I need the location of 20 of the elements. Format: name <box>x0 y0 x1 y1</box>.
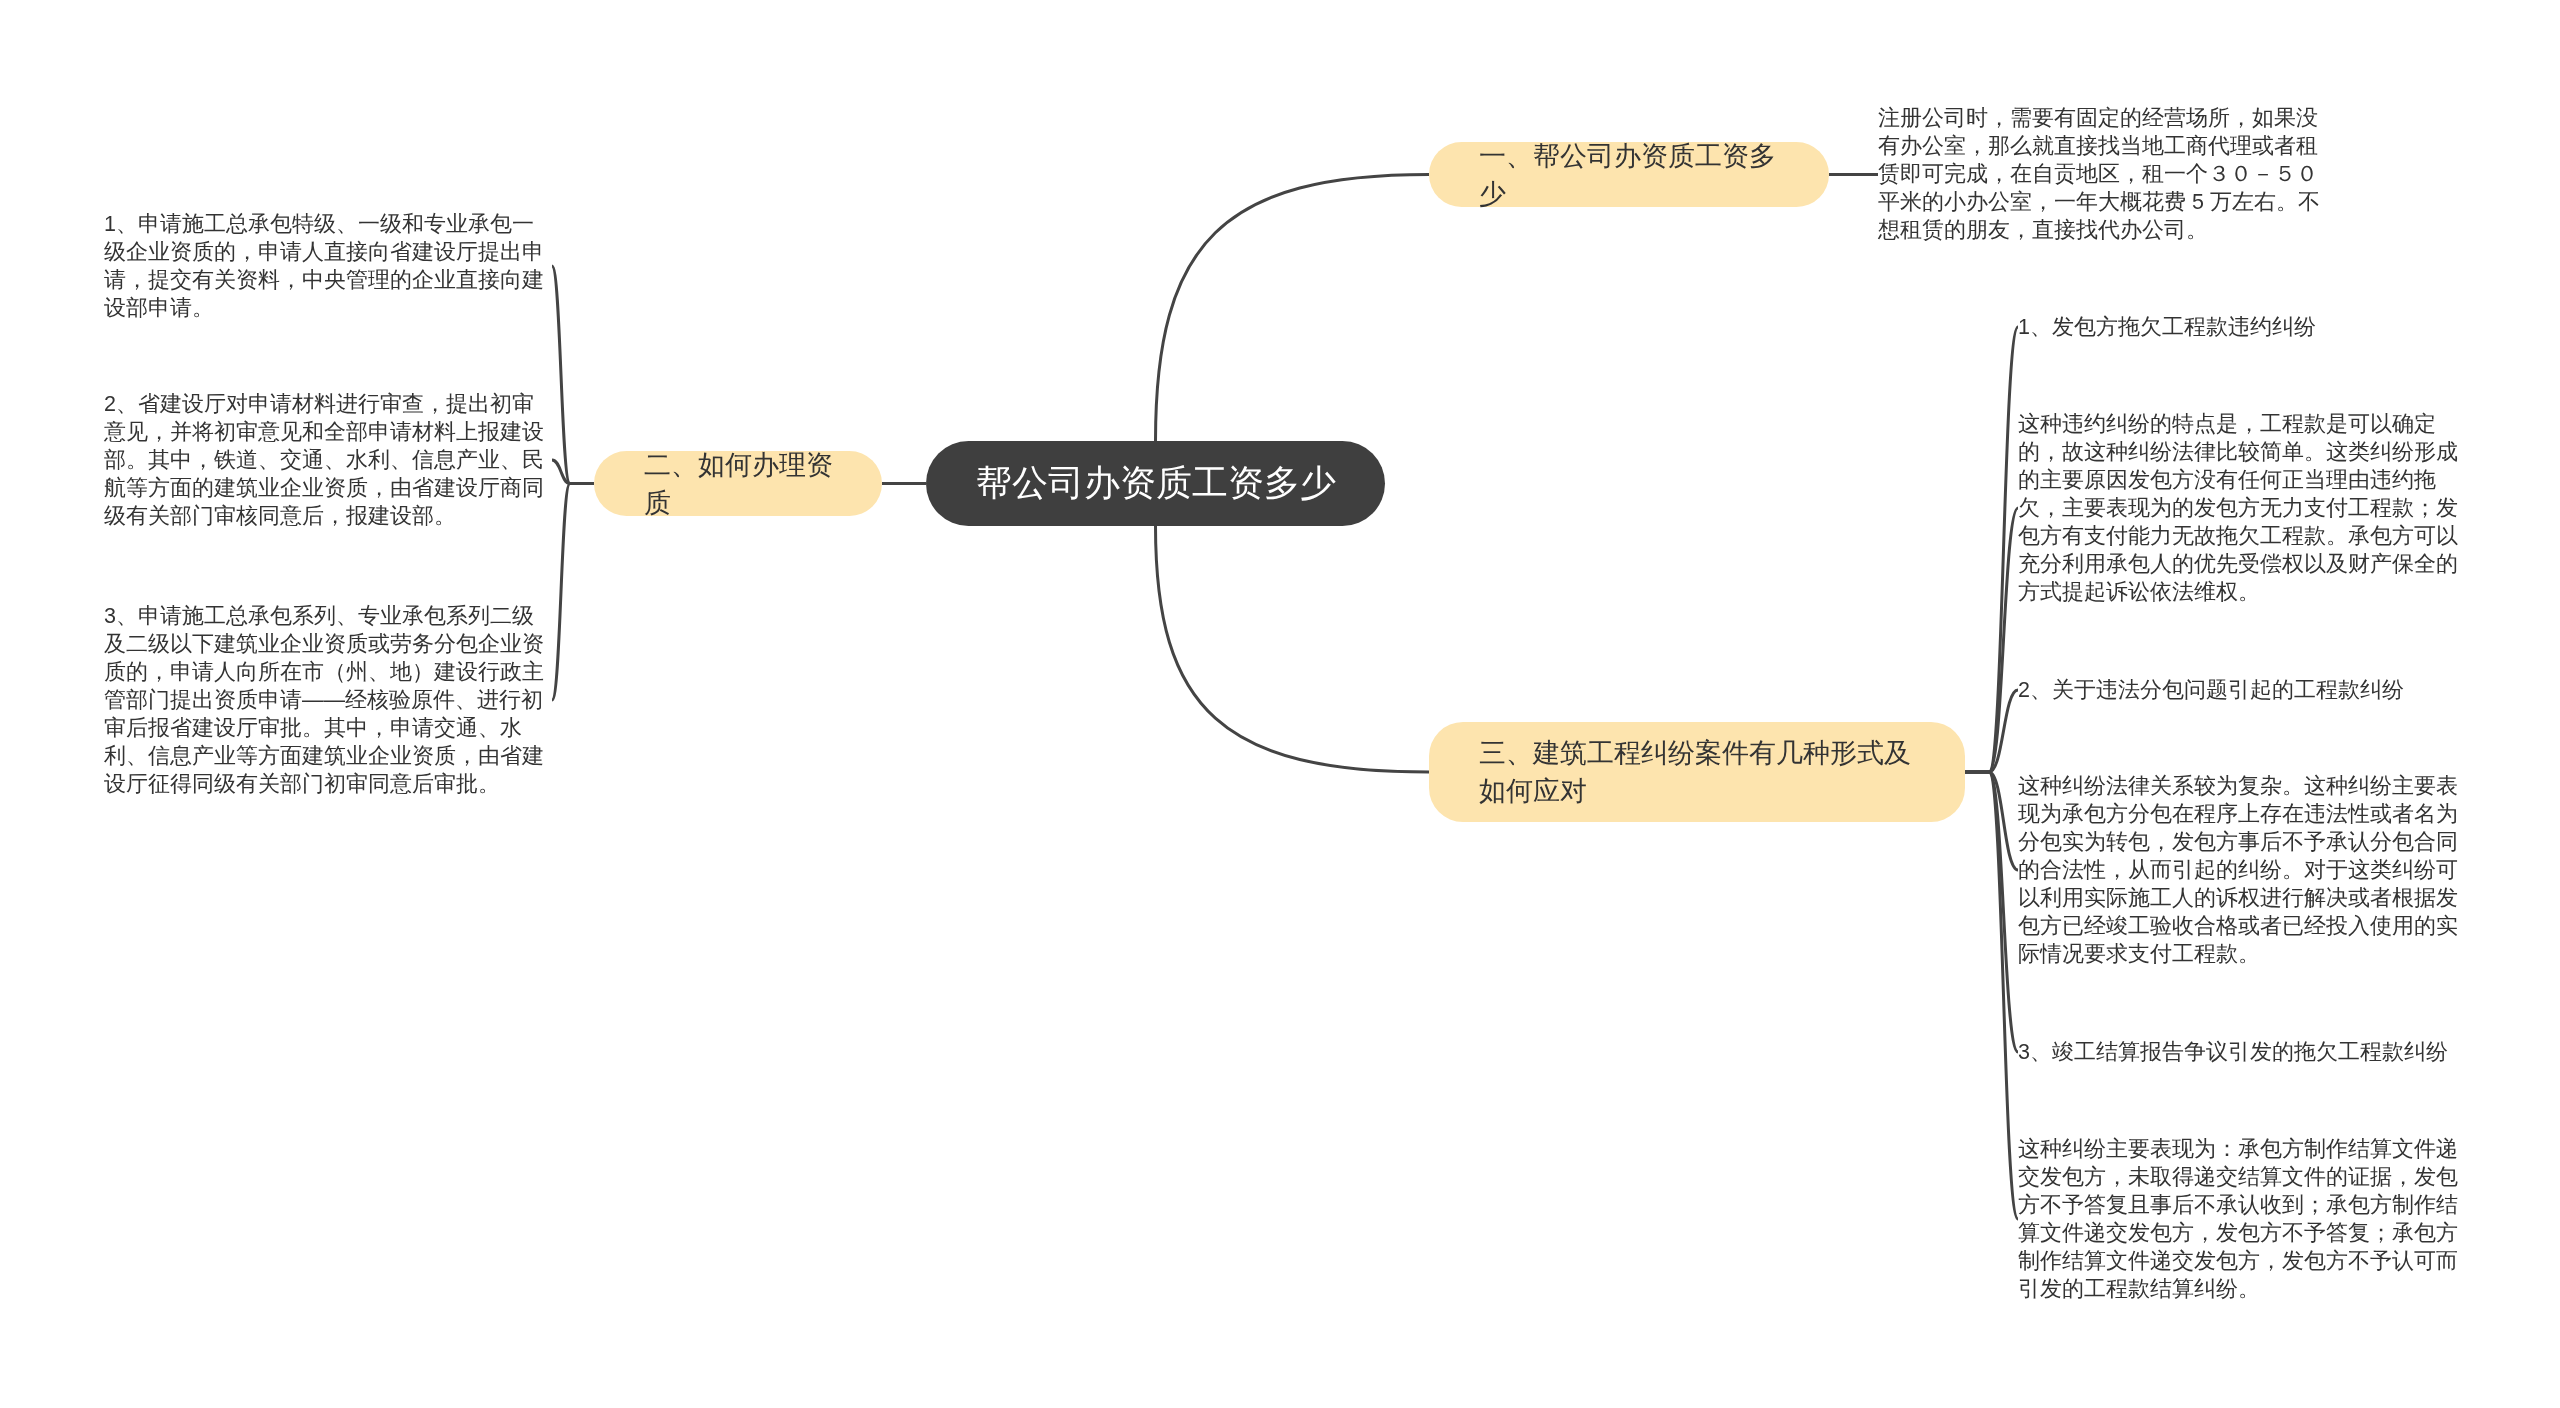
branch-topic-pill: 三、建筑工程纠纷案件有几种形式及如何应对 <box>1429 722 1965 822</box>
central-topic-pill: 帮公司办资质工资多少 <box>926 441 1385 526</box>
branch-topic-pill: 一、帮公司办资质工资多少 <box>1429 142 1829 207</box>
note-text: 2、关于违法分包问题引起的工程款纠纷 <box>2018 676 2464 704</box>
connector-line <box>1965 770 2020 1220</box>
branch-topic-pill: 二、如何办理资质 <box>594 451 882 516</box>
note-text: 1、发包方拖欠工程款违约纠纷 <box>2018 313 2464 341</box>
connector-line <box>882 482 926 485</box>
connector-line <box>550 482 594 701</box>
connector-line <box>1154 173 1430 442</box>
note-text: 3、竣工结算报告争议引发的拖欠工程款纠纷 <box>2018 1038 2464 1066</box>
connector-line <box>1154 525 1430 774</box>
note-text: 2、省建设厅对申请材料进行审查，提出初审意见，并将初审意见和全部申请材料上报建设部。其中，铁道、交通、水利、信息产业、民航等方面的建筑业企业资质，由省建设厅商同级有关部门审核同意后，报建设部。 <box>104 390 552 530</box>
note-text: 1、申请施工总承包特级、一级和专业承包一级企业资质的，申请人直接向省建设厅提出申请，提交有关资料，中央管理的企业直接向建设部申请。 <box>104 210 552 322</box>
note-text: 这种违约纠纷的特点是，工程款是可以确定的，故这种纠纷法律比较简单。这类纠纷形成的主要原因发包方没有任何正当理由违约拖欠，主要表现为的发包方无力支付工程款；发包方有支付能力无故拖欠工程款。承包方可以充分利用承包人的优先受偿权以及财产保全的方式提起诉讼依法维权。 <box>2018 410 2464 606</box>
note-text: 3、申请施工总承包系列、专业承包系列二级及二级以下建筑业企业资质或劳务分包企业资质的，申请人向所在市（州、地）建设行政主管部门提出资质申请——经核验原件、进行初审后报省建设厅审批。其中，申请交通、水利、信息产业等方面建筑业企业资质，由省建设厅征得同级有关部门初审同意后审批。 <box>104 602 552 798</box>
note-text: 注册公司时，需要有固定的经营场所，如果没有办公室，那么就直接找当地工商代理或者租赁即可完成，在自贡地区，租一个３０－５０平米的小办公室，一年大概花费 5 万左右。不想租赁的朋友，直接找代办公司。 <box>1878 104 2334 244</box>
note-text: 这种纠纷主要表现为：承包方制作结算文件递交发包方，未取得递交结算文件的证据，发包方不予答复且事后不承认收到；承包方制作结算文件递交发包方，发包方不予答复；承包方制作结算文件递交发包方，发包方不予认可而引发的工程款结算纠纷。 <box>2018 1135 2464 1303</box>
connector-line <box>1829 173 1878 176</box>
note-text: 这种纠纷法律关系较为复杂。这种纠纷主要表现为承包方分包在程序上存在违法性或者名为分包实为转包，发包方事后不予承认分包合同的合法性，从而引起的纠纷。对于这类纠纷可以利用实际施工人的诉权进行解决或者根据发包方已经竣工验收合格或者已经投入使用的实际情况要求支付工程款。 <box>2018 772 2464 968</box>
